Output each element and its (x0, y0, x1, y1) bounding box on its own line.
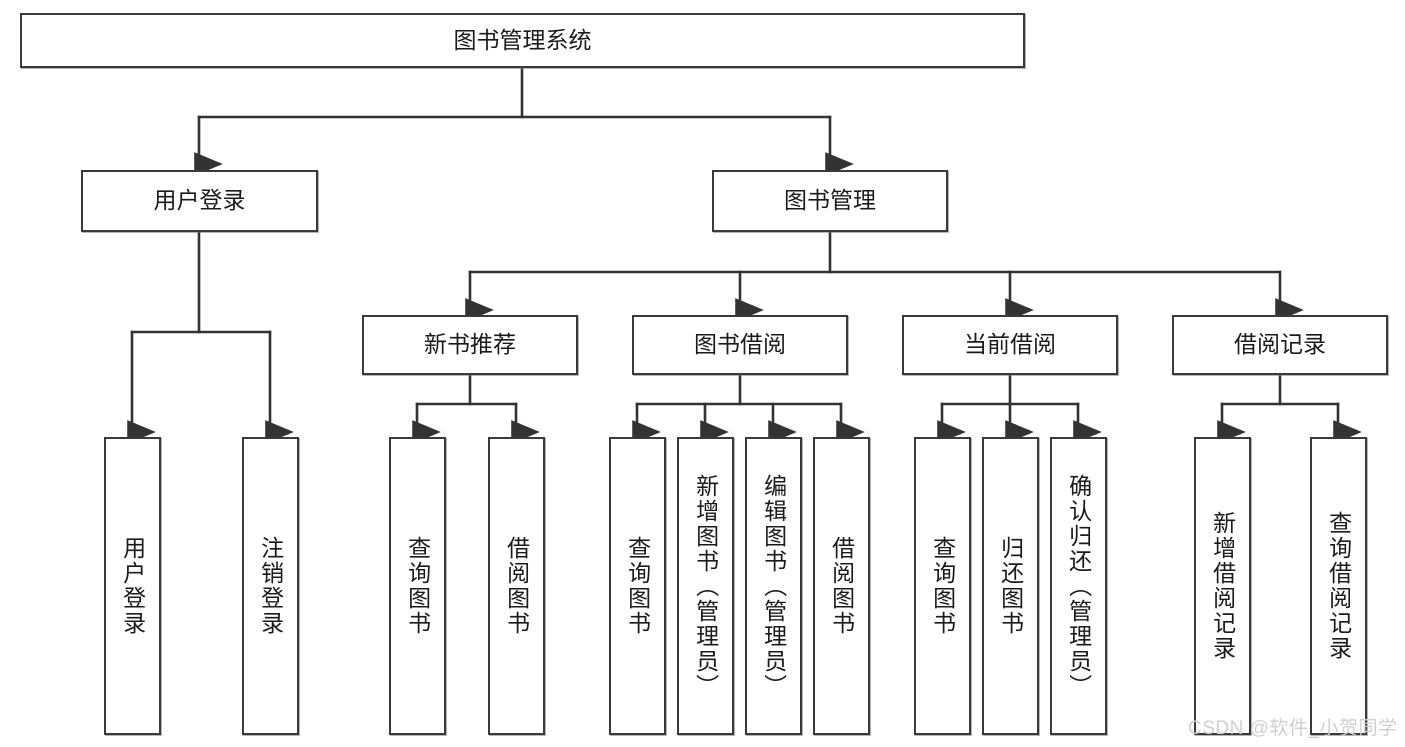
node-leaf-borrow-book-1-label: 借阅图书 (503, 536, 530, 636)
node-leaf-user-logout[interactable]: 注销登录 (242, 437, 299, 735)
node-leaf-query-record-label: 查询借阅记录 (1325, 511, 1352, 661)
node-leaf-add-book-label: 新增图书（管理员） (692, 473, 719, 699)
node-book-borrow[interactable]: 图书借阅 (632, 315, 848, 375)
node-root-label: 图书管理系统 (453, 26, 592, 53)
watermark-text: CSDN @软件_小贺同学 (1188, 718, 1398, 739)
node-leaf-return-book-label: 归还图书 (997, 536, 1024, 636)
node-new-book-recommend-label: 新书推荐 (424, 331, 516, 358)
node-leaf-borrow-book-1[interactable]: 借阅图书 (488, 437, 545, 735)
node-user-login-label: 用户登录 (153, 187, 246, 214)
node-leaf-add-record-label: 新增借阅记录 (1209, 511, 1236, 661)
node-leaf-edit-book[interactable]: 编辑图书（管理员） (745, 437, 802, 735)
node-book-manage[interactable]: 图书管理 (712, 170, 948, 232)
node-leaf-confirm-return-label: 确认归还（管理员） (1065, 473, 1092, 699)
node-borrow-record[interactable]: 借阅记录 (1172, 315, 1388, 375)
node-leaf-borrow-book-2-label: 借阅图书 (828, 536, 855, 636)
node-leaf-user-login-label: 用户登录 (119, 536, 146, 636)
node-leaf-query-book-1[interactable]: 查询图书 (389, 437, 446, 735)
node-leaf-confirm-return[interactable]: 确认归还（管理员） (1050, 437, 1107, 735)
node-leaf-query-book-3-label: 查询图书 (929, 536, 956, 636)
node-leaf-user-logout-label: 注销登录 (257, 536, 284, 636)
node-leaf-query-record[interactable]: 查询借阅记录 (1310, 437, 1367, 735)
node-leaf-add-record[interactable]: 新增借阅记录 (1194, 437, 1251, 735)
node-current-borrow-label: 当前借阅 (964, 331, 1056, 358)
node-new-book-recommend[interactable]: 新书推荐 (362, 315, 578, 375)
node-book-manage-label: 图书管理 (784, 187, 876, 214)
node-current-borrow[interactable]: 当前借阅 (902, 315, 1118, 375)
node-leaf-borrow-book-2[interactable]: 借阅图书 (813, 437, 870, 735)
node-leaf-edit-book-label: 编辑图书（管理员） (760, 473, 787, 699)
node-user-login[interactable]: 用户登录 (81, 170, 318, 232)
node-leaf-user-login[interactable]: 用户登录 (104, 437, 161, 735)
node-leaf-query-book-1-label: 查询图书 (404, 536, 431, 636)
node-leaf-add-book[interactable]: 新增图书（管理员） (677, 437, 734, 735)
node-leaf-query-book-2[interactable]: 查询图书 (609, 437, 666, 735)
node-root[interactable]: 图书管理系统 (20, 13, 1025, 68)
node-book-borrow-label: 图书借阅 (694, 331, 786, 358)
node-leaf-return-book[interactable]: 归还图书 (982, 437, 1039, 735)
node-leaf-query-book-3[interactable]: 查询图书 (914, 437, 971, 735)
node-borrow-record-label: 借阅记录 (1234, 331, 1326, 358)
node-leaf-query-book-2-label: 查询图书 (624, 536, 651, 636)
